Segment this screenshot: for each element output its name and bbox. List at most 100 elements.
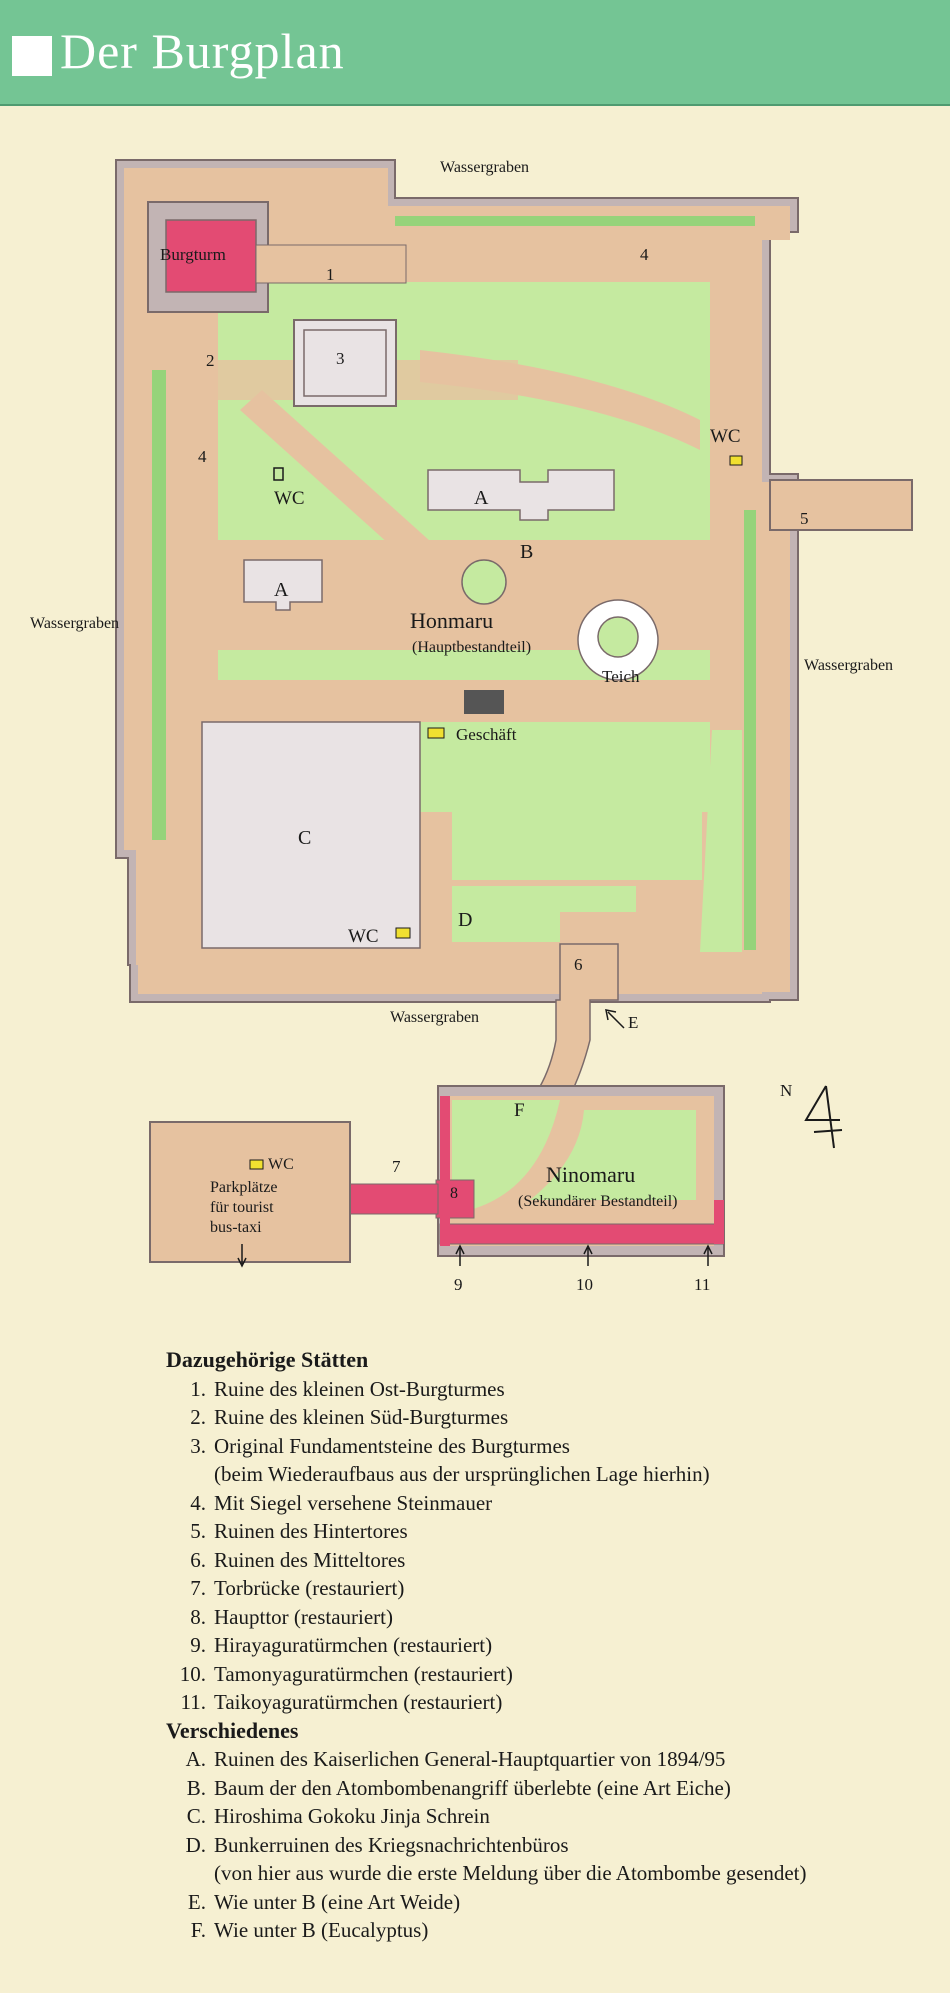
misc-item-number: F. <box>190 1918 206 1942</box>
mark-c: C <box>298 827 311 849</box>
wc-marker-3 <box>395 927 411 939</box>
sites-item-label: Haupttor (restauriert) <box>214 1604 394 1629</box>
mark-4a: 4 <box>640 245 649 264</box>
misc-item-text: Bunkerruinen des Kriegsnachrichtenbüros(… <box>214 1831 926 1888</box>
parking-line-3: bus-taxi <box>210 1219 262 1236</box>
legend-sites-list: 1. Ruine des kleinen Ost-Burgturmes 2. Ruin… <box>166 1375 926 1717</box>
misc-item-number: C. <box>186 1804 206 1828</box>
sites-item: 3. Original Fundamentsteine des Burgturme… <box>166 1432 926 1489</box>
sites-item-text: Torbrücke (restauriert) <box>214 1574 926 1603</box>
sites-item: 10. Tamonyaguratürmchen (restauriert) <box>166 1660 926 1689</box>
ninomaru-sub-label: (Sekundärer Bestandteil) <box>518 1193 678 1210</box>
mark-7: 7 <box>392 1157 401 1176</box>
misc-item-label: Baum der den Atombombenangriff überlebte… <box>214 1775 731 1800</box>
misc-item-number: A. <box>185 1747 206 1771</box>
sites-item-number: 2. <box>190 1405 206 1429</box>
legend: Dazugehörige Stätten 1. Ruine des kleinen… <box>166 1346 926 1945</box>
misc-item: A. Ruinen des Kaiserlichen General-Hauptq… <box>166 1745 926 1774</box>
sites-item-number: 5. <box>190 1519 206 1543</box>
mark-3: 3 <box>336 349 345 368</box>
castle-tower <box>165 219 257 293</box>
honmaru-sub-label: (Hauptbestandteil) <box>412 639 531 656</box>
mark-1: 1 <box>326 265 335 284</box>
tower-passage <box>255 244 407 284</box>
parking-line-1: Parkplätze <box>210 1179 278 1196</box>
shop-label: Geschäft <box>456 725 517 744</box>
parking-wc-label: WC <box>268 1156 294 1173</box>
mark-2: 2 <box>206 351 215 370</box>
misc-item-number: D. <box>185 1832 206 1857</box>
misc-item-text: Hiroshima Gokoku Jinja Schrein <box>214 1802 926 1831</box>
mark-e: E <box>628 1013 638 1032</box>
sites-item-number: 10. <box>179 1661 206 1686</box>
moat-label-bottom: Wassergraben <box>390 1009 479 1026</box>
sites-item: 5. Ruinen des Hintertores <box>166 1517 926 1546</box>
mark-6: 6 <box>574 955 583 974</box>
parking-line-2: für tourist <box>210 1199 274 1216</box>
sites-item-text: Ruine des kleinen Süd-Burgturmes <box>214 1403 926 1432</box>
moat-strip-right <box>744 510 756 950</box>
misc-item: C. Hiroshima Gokoku Jinja Schrein <box>166 1802 926 1831</box>
d-lawn <box>452 886 636 942</box>
shrine-c <box>201 721 421 949</box>
sites-item-note: (beim Wiederaufbaus aus der ursprünglich… <box>214 1462 710 1486</box>
sites-item-label: Taikoyaguratürmchen (restauriert) <box>214 1690 503 1714</box>
mark-9: 9 <box>454 1275 463 1294</box>
mark-b: B <box>520 541 533 563</box>
arrow-diagonal-icon <box>605 1009 625 1029</box>
moat-label-right: Wassergraben <box>804 657 893 674</box>
misc-item-label: Ruinen des Kaiserlichen General-Hauptqua… <box>214 1747 726 1771</box>
central-stairs <box>464 690 504 714</box>
misc-item: E.Wie unter B (eine Art Weide) <box>166 1888 926 1917</box>
castle-map: Burgturm Wassergraben Wassergraben Wasse… <box>30 159 913 1294</box>
arrow-down-icon <box>237 1244 247 1268</box>
mark-d: D <box>458 909 472 931</box>
sites-item-text: Original Fundamentsteine des Burgturmes(… <box>214 1432 926 1489</box>
sites-item-number: 3. <box>190 1433 206 1458</box>
gate-bridge-7 <box>349 1183 439 1215</box>
sites-item-label: Ruinen des Hintertores <box>214 1519 408 1543</box>
sites-item-label: Ruinen des Mitteltores <box>214 1547 406 1572</box>
sites-item-text: Tamonyaguratürmchen (restauriert) <box>214 1660 926 1689</box>
misc-item-label: Hiroshima Gokoku Jinja Schrein <box>214 1804 490 1828</box>
header-square-icon <box>12 36 52 76</box>
moat-label-top: Wassergraben <box>440 159 529 176</box>
diagonal-walk <box>240 390 440 572</box>
page-title: Der Burgplan <box>60 23 345 79</box>
sites-item-label: Tamonyaguratürmchen (restauriert) <box>214 1661 513 1686</box>
legend-sites-title: Dazugehörige Stätten <box>166 1347 369 1372</box>
ninomaru-east-wall <box>714 1200 724 1244</box>
sites-item-text: Ruinen des Hintertores <box>214 1517 926 1546</box>
wc-marker-1 <box>273 467 284 481</box>
mark-11: 11 <box>694 1275 710 1294</box>
misc-item-label: Wie unter B (Eucalyptus) <box>214 1918 429 1942</box>
tree-b <box>461 559 507 605</box>
mark-5: 5 <box>800 509 809 528</box>
sites-item: 8.Haupttor (restauriert) <box>166 1603 926 1632</box>
sites-item-number: 1. <box>190 1376 206 1401</box>
wc-label-3: WC <box>348 926 379 947</box>
mark-f: F <box>514 1100 525 1121</box>
sites-item-label: Hirayaguratürmchen (restauriert) <box>214 1633 493 1657</box>
misc-item-label: Wie unter B (eine Art Weide) <box>214 1889 461 1914</box>
ninomaru-lawn-east <box>530 1110 696 1200</box>
legend-misc-list: A. Ruinen des Kaiserlichen General-Hauptq… <box>166 1745 926 1945</box>
sites-item-label: Ruine des kleinen Ost-Burgturmes <box>214 1376 505 1401</box>
moat-label-left: Wassergraben <box>30 615 119 632</box>
misc-item: B. Baum der den Atombombenangriff überleb… <box>166 1774 926 1803</box>
misc-item-note: (von hier aus wurde die erste Meldung üb… <box>214 1861 807 1885</box>
sites-item-number: 9. <box>190 1633 206 1657</box>
sites-item-text: Taikoyaguratürmchen (restauriert) <box>214 1688 926 1717</box>
castle-tower-label: Burgturm <box>160 245 226 264</box>
misc-item-text: Ruinen des Kaiserlichen General-Hauptqua… <box>214 1745 926 1774</box>
misc-item-number: B. <box>186 1775 206 1800</box>
wc-marker-2 <box>729 455 743 466</box>
ninomaru-west-wall <box>440 1096 450 1246</box>
pond-island <box>597 616 639 658</box>
pond-label: Teich <box>602 667 640 686</box>
sites-item-label: Ruine des kleinen Süd-Burgturmes <box>214 1405 509 1429</box>
mark-a2: A <box>274 579 289 601</box>
mark-4b: 4 <box>198 447 207 466</box>
shop-marker <box>427 727 445 739</box>
sites-item-text: Ruine des kleinen Ost-Burgturmes <box>214 1375 926 1404</box>
